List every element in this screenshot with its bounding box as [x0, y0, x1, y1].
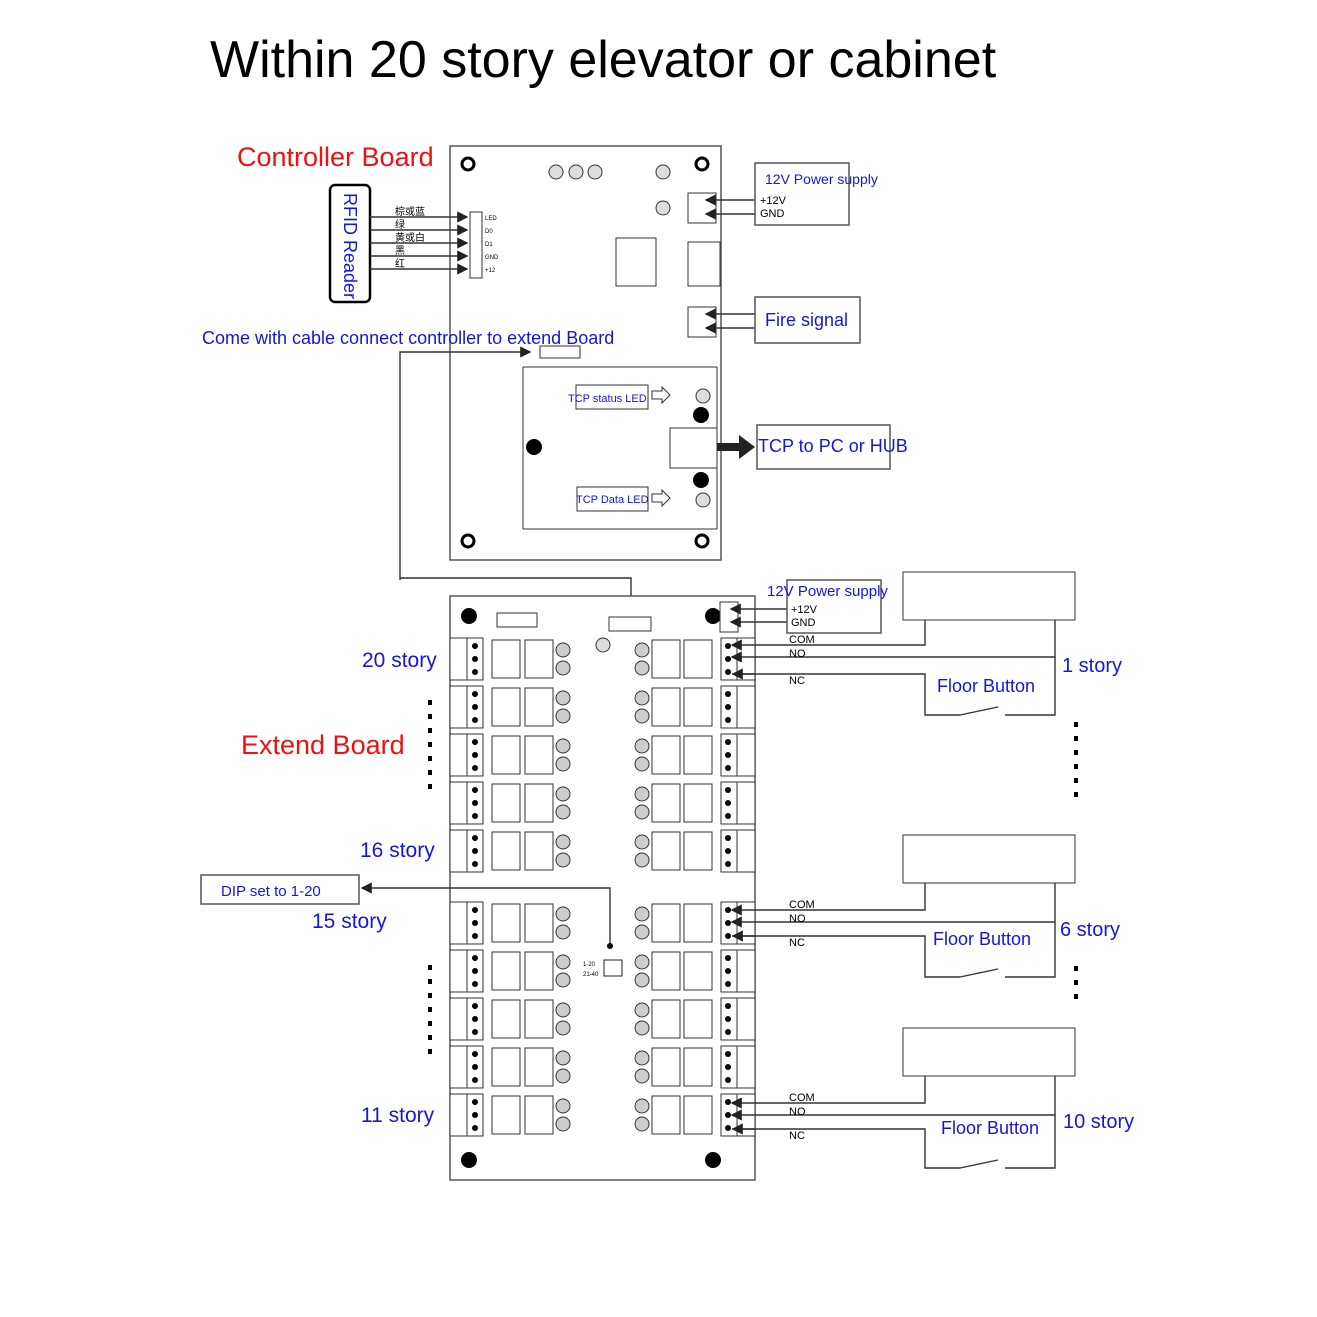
- relay-row: [449, 997, 756, 1041]
- relay-row: [449, 1093, 756, 1137]
- power-supply-title: 12V Power supply: [765, 171, 878, 187]
- nc-label: NC: [789, 675, 805, 687]
- floor-button-panel: [902, 571, 1076, 621]
- relay-row: [449, 781, 756, 825]
- dip-setting-1: 1-20: [583, 962, 596, 968]
- extend-gnd-label: GND: [791, 617, 816, 629]
- reader-pin-label: LED: [485, 216, 497, 222]
- tcp-status-led-label: TCP status LED: [568, 393, 647, 405]
- tcp-arrow-icon: [717, 435, 755, 459]
- relay-row: [449, 685, 756, 729]
- rfid-reader-label: RFID Reader: [340, 193, 360, 299]
- wire-color-label: 黑: [395, 245, 405, 257]
- wire-color-label: 绿: [395, 218, 405, 231]
- floor-button-group: COM NO NC Floor Button 6 story: [730, 834, 1120, 978]
- cable-note: Come with cable connect controller to ex…: [202, 328, 614, 348]
- relay-row: [449, 901, 756, 945]
- arrow-icon: [651, 385, 671, 508]
- mounting-holes: [460, 156, 710, 549]
- dip-box-label: DIP set to 1-20: [221, 883, 321, 900]
- plus-12v-label: +12V: [760, 195, 787, 207]
- floor-button-label: Floor Button: [933, 929, 1031, 949]
- page-title: Within 20 story elevator or cabinet: [210, 31, 997, 89]
- com-label: COM: [789, 899, 815, 911]
- power-connector: [687, 192, 717, 224]
- relay-row: [449, 1045, 756, 1089]
- wire-color-label: 棕或蓝: [395, 205, 425, 218]
- nc-label: NC: [789, 1130, 805, 1142]
- relay-row: [449, 637, 756, 681]
- no-label: NO: [789, 1106, 806, 1118]
- com-label: COM: [789, 634, 815, 646]
- extend-power-title: 12V Power supply: [767, 583, 888, 600]
- story-label: 6 story: [1060, 919, 1120, 941]
- relay-rows: [449, 637, 756, 1137]
- status-leds: [548, 164, 671, 216]
- nc-label: NC: [789, 937, 805, 949]
- story-label-20: 20 story: [362, 649, 437, 672]
- controller-board-label: Controller Board: [237, 142, 434, 172]
- relay-row: [449, 733, 756, 777]
- gnd-label: GND: [760, 208, 785, 220]
- dip-box: [200, 874, 360, 905]
- tcp-box: [756, 424, 891, 470]
- story-label-11: 11 story: [361, 1104, 435, 1127]
- floor-button-group: COM NO NC Floor Button 10 story: [730, 1027, 1134, 1169]
- story-label-15: 15 story: [312, 910, 387, 933]
- extend-board-label: Extend Board: [241, 730, 405, 760]
- ellipsis-dots: [428, 700, 1078, 1054]
- relay-row: [449, 949, 756, 993]
- com-label: COM: [789, 1092, 815, 1104]
- relay-component: [615, 237, 657, 287]
- floor-button-group: COM NO NC Floor Button 1 story: [730, 571, 1122, 716]
- story-label: 10 story: [1063, 1111, 1134, 1133]
- wire-color-label: 黄或白: [395, 231, 425, 244]
- tcp-data-led-label: TCP Data LED: [576, 494, 649, 506]
- floor-button-label: Floor Button: [937, 676, 1035, 696]
- j2-connector: [539, 345, 581, 359]
- no-label: NO: [789, 913, 806, 925]
- floor-button-panel: [902, 834, 1076, 884]
- story-label-16: 16 story: [360, 839, 435, 862]
- wire-color-label: 红: [395, 257, 405, 270]
- reader-pin-label: D1: [485, 242, 493, 248]
- reader-pin-label: +12: [485, 268, 496, 274]
- relay-row: [449, 829, 756, 873]
- relay-output-connector: [687, 241, 721, 287]
- reader-pin-label: D0: [485, 229, 493, 235]
- fire-signal-label: Fire signal: [765, 310, 848, 330]
- tcp-box-label: TCP to PC or HUB: [758, 436, 908, 456]
- floor-button-label: Floor Button: [941, 1118, 1039, 1138]
- reader-pin-label: GND: [485, 255, 499, 261]
- fire-connector: [687, 306, 717, 338]
- story-label: 1 story: [1062, 655, 1122, 677]
- dip-setting-2: 21-40: [583, 972, 599, 978]
- floor-button-panel: [902, 1027, 1076, 1077]
- extend-plus-label: +12V: [791, 604, 818, 616]
- cable-to-controller: [399, 346, 532, 580]
- fire-signal-box: [754, 296, 861, 344]
- extend-power-box: [786, 579, 882, 634]
- rj45-port: [669, 427, 718, 469]
- dip-switch[interactable]: [603, 959, 623, 977]
- power-supply-box: [754, 162, 850, 226]
- reader-connector: [469, 211, 483, 279]
- tcp-data-led-box: [576, 486, 649, 512]
- tcp-status-led-box: [575, 384, 649, 410]
- extend-input-connector: [608, 616, 652, 632]
- no-label: NO: [789, 648, 806, 660]
